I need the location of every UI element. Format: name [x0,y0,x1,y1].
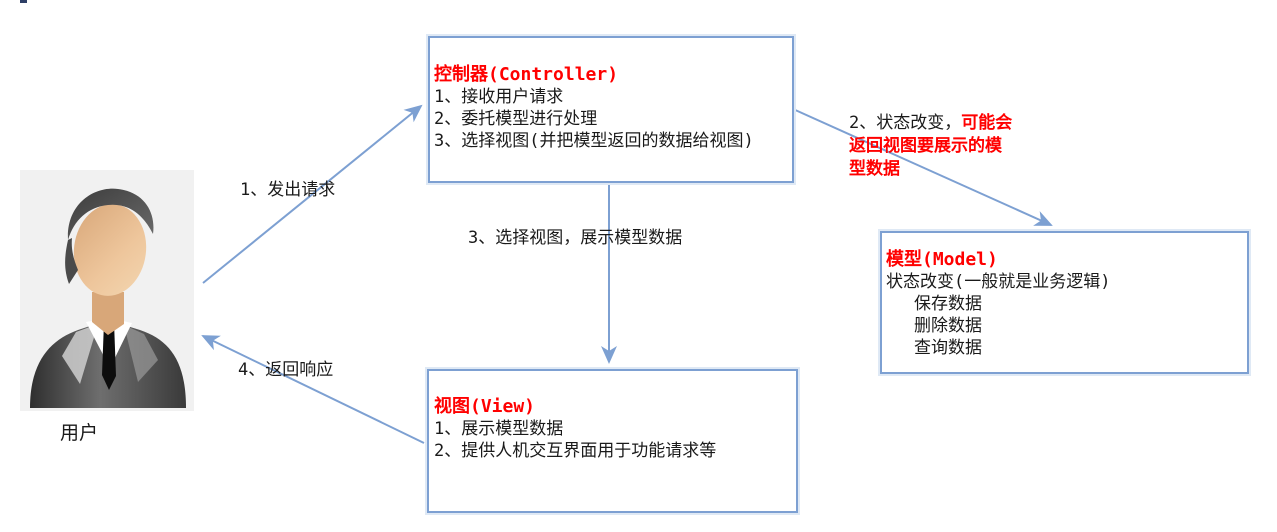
response-arrow [201,335,425,444]
corner-artifact [20,0,27,3]
model-items: 保存数据删除数据查询数据 [886,293,1243,359]
model-subtitle: 状态改变(一般就是业务逻辑) [886,272,1111,292]
list-item: 3、选择视图(并把模型返回的数据给视图) [434,131,754,151]
response-arrow-label: 4、返回响应 [238,360,334,380]
list-item: 1、接收用户请求 [434,87,564,107]
request-arrow [202,104,423,284]
list-item: 2、提供人机交互界面用于功能请求等 [434,441,717,461]
model-title: 模型(Model) [886,249,998,270]
user-figure [20,170,194,411]
model-box: 模型(Model) 状态改变(一般就是业务逻辑) 保存数据删除数据查询数据 [880,231,1249,374]
state-change-label-black: 2、状态改变， [849,113,962,133]
list-item: 查询数据 [914,338,982,358]
list-item: 1、展示模型数据 [434,419,564,439]
select-view-arrow-label: 3、选择视图，展示模型数据 [468,228,683,248]
state-change-label-red: 可能会返回视图要展示的模型数据 [849,113,1013,179]
request-arrow-label: 1、发出请求 [240,180,336,200]
businessman-icon [20,170,194,411]
view-title: 视图(View) [434,396,536,417]
list-item: 2、委托模型进行处理 [434,109,598,129]
state-change-arrow-label: 2、状态改变，可能会返回视图要展示的模型数据 [849,112,1017,181]
state-change-arrow [792,108,1053,226]
list-item: 删除数据 [914,316,982,336]
user-label: 用户 [60,422,99,444]
controller-title: 控制器(Controller) [434,64,619,85]
list-item: 保存数据 [914,294,982,314]
